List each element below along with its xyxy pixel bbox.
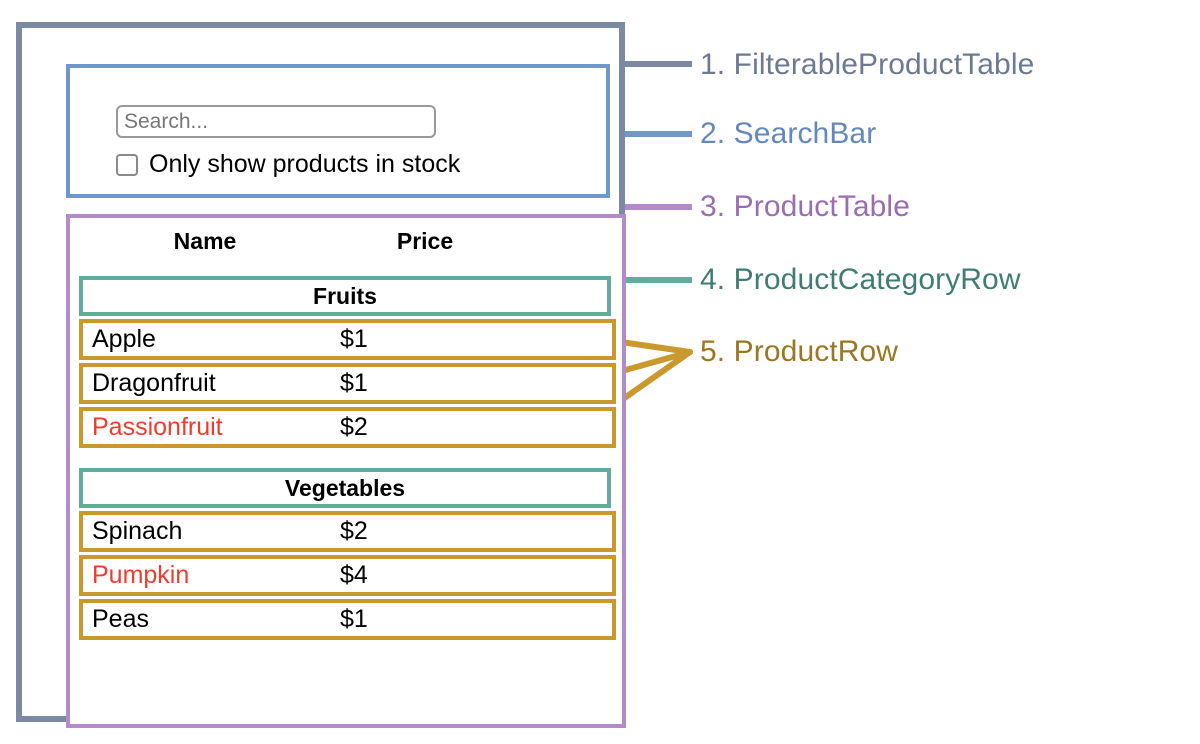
annotation-label-4: 4. ProductCategoryRow: [700, 265, 1021, 295]
product-category-row: Fruits: [79, 276, 611, 316]
column-header-name: Name: [173, 228, 237, 254]
product-name: Pumpkin: [92, 561, 190, 589]
product-table: Name Price Fruits Apple $1 Dragonfruit $…: [66, 214, 626, 728]
category-gap: [79, 451, 611, 468]
product-name: Apple: [92, 325, 156, 353]
product-category-label: Vegetables: [284, 474, 406, 501]
product-category-row: Vegetables: [79, 468, 611, 508]
product-price: $2: [340, 517, 368, 545]
product-category-label: Fruits: [313, 282, 377, 309]
product-name: Peas: [92, 605, 149, 633]
filterable-product-table: Only show products in stock Name Price F…: [16, 22, 626, 728]
product-price: $1: [340, 325, 368, 353]
annotation-number-4: 4.: [700, 263, 726, 296]
product-price: $1: [340, 369, 368, 397]
product-price: $2: [340, 413, 368, 441]
product-row: Passionfruit $2: [79, 407, 616, 448]
annotation-text-3: ProductTable: [733, 190, 910, 223]
product-row: Peas $1: [79, 599, 616, 640]
annotation-text-1: FilterableProductTable: [733, 48, 1035, 81]
annotation-text-2: SearchBar: [733, 117, 877, 150]
product-name: Dragonfruit: [92, 369, 216, 397]
annotation-label-2: 2. SearchBar: [700, 119, 876, 149]
annotation-number-3: 3.: [700, 190, 726, 223]
annotation-text-4: ProductCategoryRow: [733, 263, 1021, 296]
annotation-text-5: ProductRow: [733, 335, 899, 368]
in-stock-checkbox-label: Only show products in stock: [149, 150, 461, 178]
product-row: Spinach $2: [79, 511, 616, 552]
annotation-number-1: 1.: [700, 48, 726, 81]
search-input[interactable]: [116, 105, 436, 138]
search-bar: Only show products in stock: [66, 64, 610, 198]
product-table-body: Fruits Apple $1 Dragonfruit $1 Passionfr…: [79, 276, 616, 643]
annotation-label-1: 1. FilterableProductTable: [700, 50, 1034, 80]
product-row: Dragonfruit $1: [79, 363, 616, 404]
product-table-header: Name Price: [70, 228, 622, 255]
in-stock-checkbox[interactable]: [116, 153, 138, 176]
annotation-label-3: 3. ProductTable: [700, 192, 910, 222]
in-stock-checkbox-row[interactable]: Only show products in stock: [116, 152, 460, 177]
product-name: Passionfruit: [92, 413, 223, 441]
annotation-number-2: 2.: [700, 117, 726, 150]
product-name: Spinach: [92, 517, 183, 545]
product-row: Pumpkin $4: [79, 555, 616, 596]
product-row: Apple $1: [79, 319, 616, 360]
column-header-price: Price: [396, 228, 454, 254]
annotation-number-5: 5.: [700, 335, 726, 368]
product-price: $1: [340, 605, 368, 633]
annotation-label-5: 5. ProductRow: [700, 337, 898, 367]
product-price: $4: [340, 561, 368, 589]
